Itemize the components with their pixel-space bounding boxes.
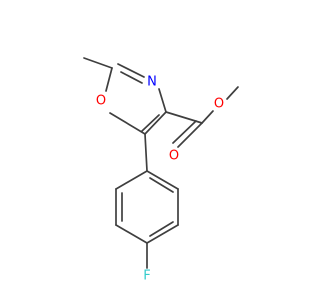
bond-ring-double-a (149, 177, 174, 193)
atom-label-o-carbonyl: O (169, 149, 179, 164)
bond-ring-6 (115, 170, 148, 190)
atom-label-o-ester-single: O (214, 97, 224, 112)
atom-label-n-ring: N (147, 75, 157, 90)
bond-ring-3 (146, 224, 179, 244)
methyl-ester-group (165, 86, 239, 148)
bond-c4-c5 (144, 111, 167, 135)
bond-c2-methyl (83, 57, 113, 69)
bond-ring-4 (115, 224, 148, 244)
molecule-structure-diagram: N O O O F (83, 57, 239, 284)
bond-c2-n3-double (120, 71, 143, 84)
bond-carbonyl-c-o-double-2 (172, 120, 197, 144)
bond-ester-o-methyl (226, 86, 239, 100)
fluorophenyl-ring (115, 133, 179, 269)
atom-label-f: F (143, 269, 150, 284)
bond-c2-n3 (117, 63, 145, 78)
bond-o1-c2 (105, 67, 113, 92)
bond-carbonyl-c-o-double (177, 122, 203, 148)
bond-carbonyl-ester-o (201, 110, 214, 124)
oxazole-ring (105, 63, 167, 135)
bond-n3-c4 (158, 88, 167, 113)
bond-c5-ipso (144, 133, 148, 172)
bond-c5-o1 (109, 112, 146, 135)
bond-c4-c5-double (141, 114, 160, 132)
bond-ring-double-b (149, 221, 174, 237)
bond-ring-1 (146, 170, 179, 190)
atom-label-o-ring: O (96, 94, 106, 109)
